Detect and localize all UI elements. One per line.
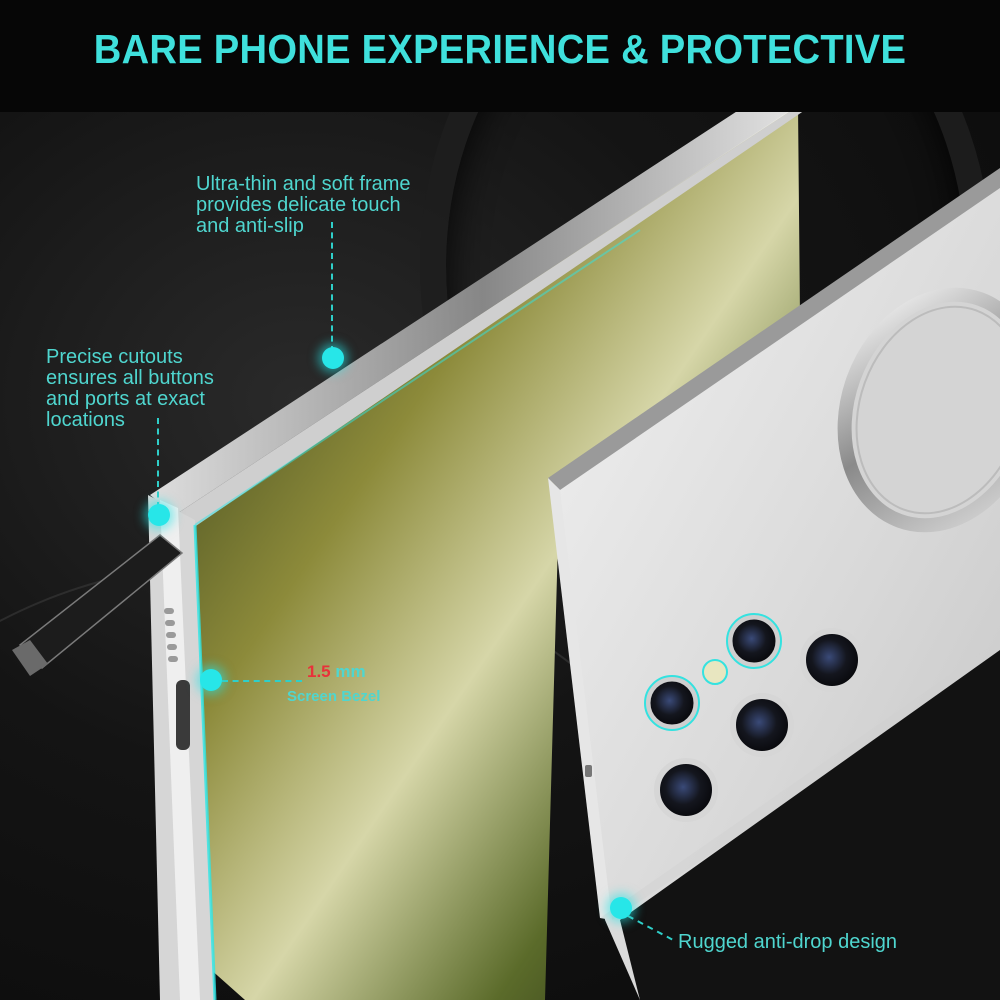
magsafe-ring [837, 287, 1000, 533]
callout-frame-line: provides delicate touch [196, 194, 401, 216]
callout-antidrop-dot [610, 897, 632, 919]
callout-cutouts-dot [148, 504, 170, 526]
camera-module [644, 613, 864, 822]
callout-bezel-dot [200, 669, 222, 691]
callout-antidrop: Rugged anti-drop design [678, 931, 898, 953]
frame-highlight [175, 95, 815, 530]
bezel-unit: mm [330, 662, 366, 681]
callout-cutouts: Precise cutouts ensures all buttons and … [46, 347, 214, 431]
callout-cutouts-leader [157, 418, 159, 508]
headline: BARE PHONE EXPERIENCE & PROTECTIVE [93, 26, 907, 72]
mic-hole [585, 765, 592, 777]
callout-bezel-label: Screen Bezel [287, 688, 381, 705]
callout-bezel-leader [222, 680, 302, 682]
phone-top-frame [150, 70, 815, 515]
callout-cutouts-line: ensures all buttons [46, 367, 214, 389]
callout-frame: Ultra-thin and soft frame provides delic… [196, 174, 411, 237]
callout-frame-line: Ultra-thin and soft frame [196, 173, 411, 195]
callout-cutouts-line: and ports at exact [46, 388, 205, 410]
speaker-grille [164, 608, 178, 662]
callout-frame-leader [331, 222, 333, 352]
usb-port [176, 680, 190, 750]
callout-frame-line: and anti-slip [196, 215, 304, 237]
phone-screen [192, 105, 800, 1000]
headline-banner [0, 0, 1000, 112]
callout-cutouts-line: Precise cutouts [46, 346, 183, 368]
callout-bezel-value: 1.5 mm [307, 662, 366, 682]
bezel-number: 1.5 [307, 662, 331, 681]
callout-frame-dot [322, 347, 344, 369]
callout-cutouts-line: locations [46, 409, 125, 431]
